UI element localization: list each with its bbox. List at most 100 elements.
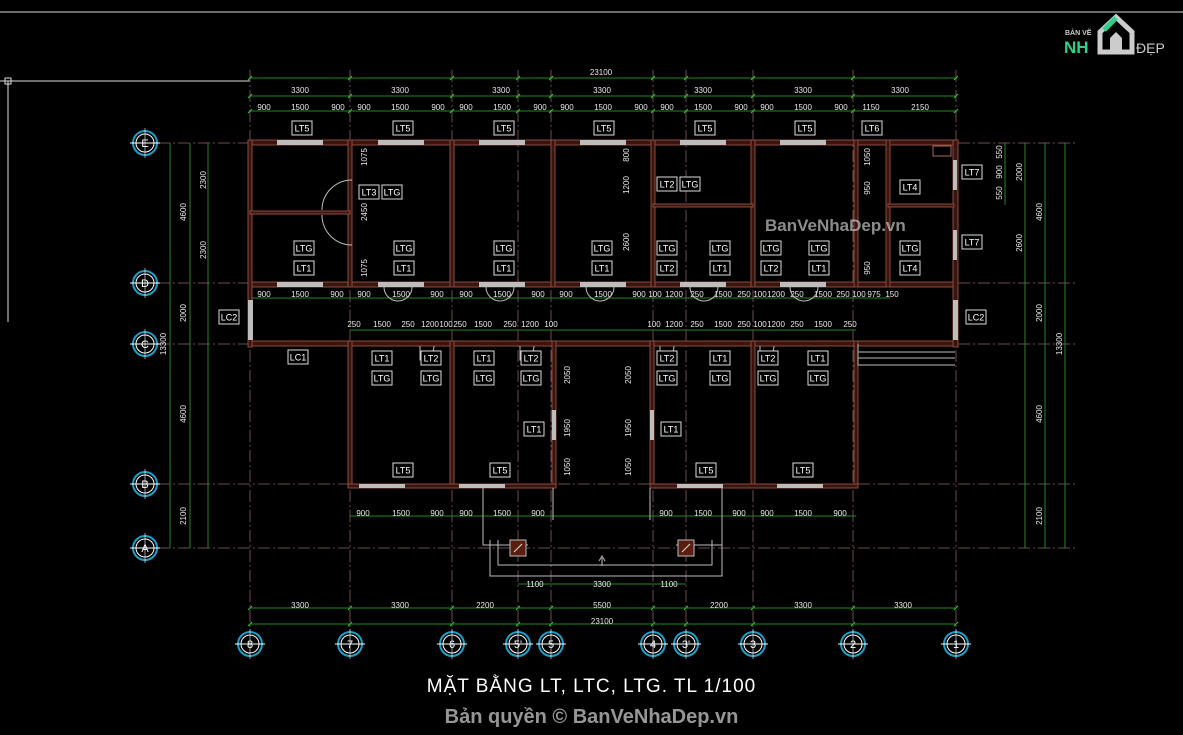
door-swing	[485, 286, 515, 302]
dimension-text: 900	[531, 509, 545, 518]
tag-label: LTG	[712, 244, 729, 254]
dimension-tick	[548, 605, 554, 611]
tag-box	[493, 260, 515, 276]
tag-label: LTG	[763, 244, 780, 254]
dimension-text: 2100	[1035, 507, 1044, 525]
dimension-text: 2050	[624, 366, 633, 384]
dimension-text: 100	[648, 290, 662, 299]
dimension-text: 3300	[694, 86, 712, 95]
window	[680, 282, 726, 287]
wall	[885, 139, 891, 288]
dimension-tick	[683, 75, 689, 81]
dimension-text: 250	[453, 320, 467, 329]
tag-box	[489, 462, 511, 478]
dimension-text: 3300	[794, 86, 812, 95]
dimension-text: 2600	[1015, 234, 1024, 252]
dimension-text: 900	[760, 509, 774, 518]
tag-box	[656, 260, 678, 276]
tag-label: LT1	[713, 264, 728, 274]
dimension-text: 250	[401, 320, 415, 329]
dimension-tick	[449, 108, 455, 114]
dimension-tick	[750, 75, 756, 81]
tag-box	[709, 260, 731, 276]
dimension-text: 1500	[594, 290, 612, 299]
axis-col-label: 2	[850, 639, 856, 651]
axis-row-label: E	[141, 138, 148, 150]
dimension-text: 950	[863, 181, 872, 195]
tag-label: LT4	[903, 183, 918, 193]
wall	[853, 139, 859, 288]
tag-box	[593, 120, 615, 136]
tag-box	[656, 350, 678, 366]
dimension-tick	[683, 621, 689, 627]
tag-box	[293, 260, 315, 276]
dimension-text: 900	[331, 103, 345, 112]
window	[459, 484, 505, 488]
site-logo: BẢN VẼ NH ĐẸP	[1060, 12, 1175, 62]
tag-box	[420, 370, 442, 386]
tag-label: LT5	[396, 124, 411, 134]
tag-label: LTG	[594, 244, 611, 254]
axis-col-label: 1	[953, 639, 959, 651]
porch-steps	[489, 540, 723, 577]
wall	[750, 340, 756, 489]
tag-box	[757, 370, 779, 386]
tag-box	[656, 176, 678, 192]
wall	[750, 139, 756, 288]
dimension-text: 900	[431, 103, 445, 112]
window	[552, 410, 556, 440]
tag-box	[807, 370, 829, 386]
tag-box	[808, 260, 830, 276]
dimension-text: 250	[790, 320, 804, 329]
dimension-text: 1200	[622, 176, 631, 194]
tag-label: LT5	[497, 124, 512, 134]
dimension-tick	[247, 108, 253, 114]
dimension-text: 2000	[1015, 163, 1024, 181]
tag-label: LT1	[497, 264, 512, 274]
tag-box	[899, 260, 921, 276]
dimension-tick	[449, 621, 455, 627]
tag-box	[473, 370, 495, 386]
wall	[649, 483, 859, 489]
dimension-tick	[953, 93, 959, 99]
dimension-text: 250	[737, 290, 751, 299]
frame-marker	[4, 77, 12, 85]
window	[378, 282, 424, 287]
dimension-tick	[650, 75, 656, 81]
dimension-text: 1500	[814, 320, 832, 329]
dimension-text: 100	[753, 290, 767, 299]
axis-row-label: B	[141, 479, 148, 491]
dimension-text: 1075	[360, 148, 369, 166]
dimension-text: 2450	[360, 203, 369, 221]
door-swing	[689, 286, 719, 302]
window	[780, 140, 826, 145]
door-swing	[585, 286, 615, 302]
dimension-text: 4600	[179, 203, 188, 221]
dimension-text: 4600	[1035, 203, 1044, 221]
tag-box	[392, 462, 414, 478]
dimension-text: 13300	[159, 332, 168, 355]
dimension-text: 1200	[767, 290, 785, 299]
copyright-watermark: Bản quyền © BanVeNhaDep.vn	[444, 706, 739, 728]
tag-box	[523, 421, 545, 437]
dimension-tick	[850, 93, 856, 99]
tag-box	[899, 179, 921, 195]
dimension-text: 900	[459, 103, 473, 112]
tag-box	[807, 350, 829, 366]
tag-label: LT5	[597, 124, 612, 134]
tag-label: LT5	[796, 466, 811, 476]
dimension-tick	[247, 621, 253, 627]
tag-label: LT1	[664, 425, 679, 435]
dimension-text: 2050	[563, 366, 572, 384]
tag-label: LT3	[362, 188, 377, 198]
tag-label: LTG	[682, 180, 699, 190]
tag-box	[381, 184, 403, 200]
dimension-text: 3300	[291, 601, 309, 610]
tag-box	[287, 349, 309, 365]
dimension-text: 1500	[373, 320, 391, 329]
axis-col-label: 5'	[514, 639, 522, 651]
dimension-tick	[683, 93, 689, 99]
tag-label: LT2	[660, 180, 675, 190]
dimension-text: 900	[559, 290, 573, 299]
axis-col-label: 3	[750, 639, 756, 651]
